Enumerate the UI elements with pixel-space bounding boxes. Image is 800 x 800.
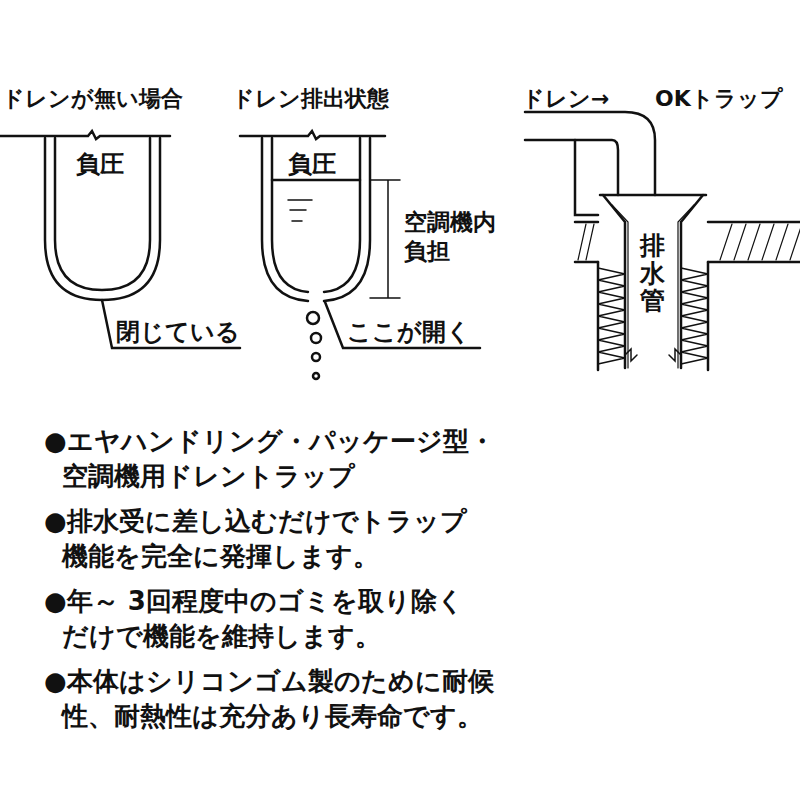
slab-hatch [578, 224, 586, 260]
slab-hatch [586, 224, 594, 260]
feature-note: ●排水受に差し込むだけでトラップ 機能を完全に発揮します。 [44, 504, 474, 573]
slab-hatch [748, 224, 760, 260]
pressure-label: 負圧 [288, 150, 336, 179]
figure-heading: ドレン排出状態 [232, 86, 389, 112]
slab-hatch [776, 224, 788, 260]
dimension-label: 空調機内 負担 [404, 208, 504, 266]
sleeve-coil [681, 268, 708, 364]
feature-note: ●エヤハンドリング・パッケージ型・ 空調機用ドレントラップ [44, 424, 514, 493]
sleeve-coil [598, 268, 625, 364]
pressure-label: 負圧 [76, 150, 124, 179]
slab-hatch [762, 224, 774, 260]
product-name: OKトラップ [655, 86, 783, 112]
slab-hatch [790, 224, 800, 260]
slab-hatch [734, 224, 746, 260]
pipe-label: 排水管 [640, 232, 665, 315]
state-label: ここが開く [347, 318, 471, 347]
state-label: 閉じている [116, 318, 240, 347]
feature-note: ●本体はシリコンゴム製のために耐候 性、耐熱性は充分あり長寿命です。 [44, 664, 499, 733]
slab-hatch [720, 224, 732, 260]
figure-heading: ドレン→ [522, 86, 609, 112]
figure-heading: ドレンが無い場合 [2, 86, 183, 112]
feature-note: ●年～ 3回程度中のゴミを取り除く だけで機能を維持します。 [44, 584, 464, 653]
